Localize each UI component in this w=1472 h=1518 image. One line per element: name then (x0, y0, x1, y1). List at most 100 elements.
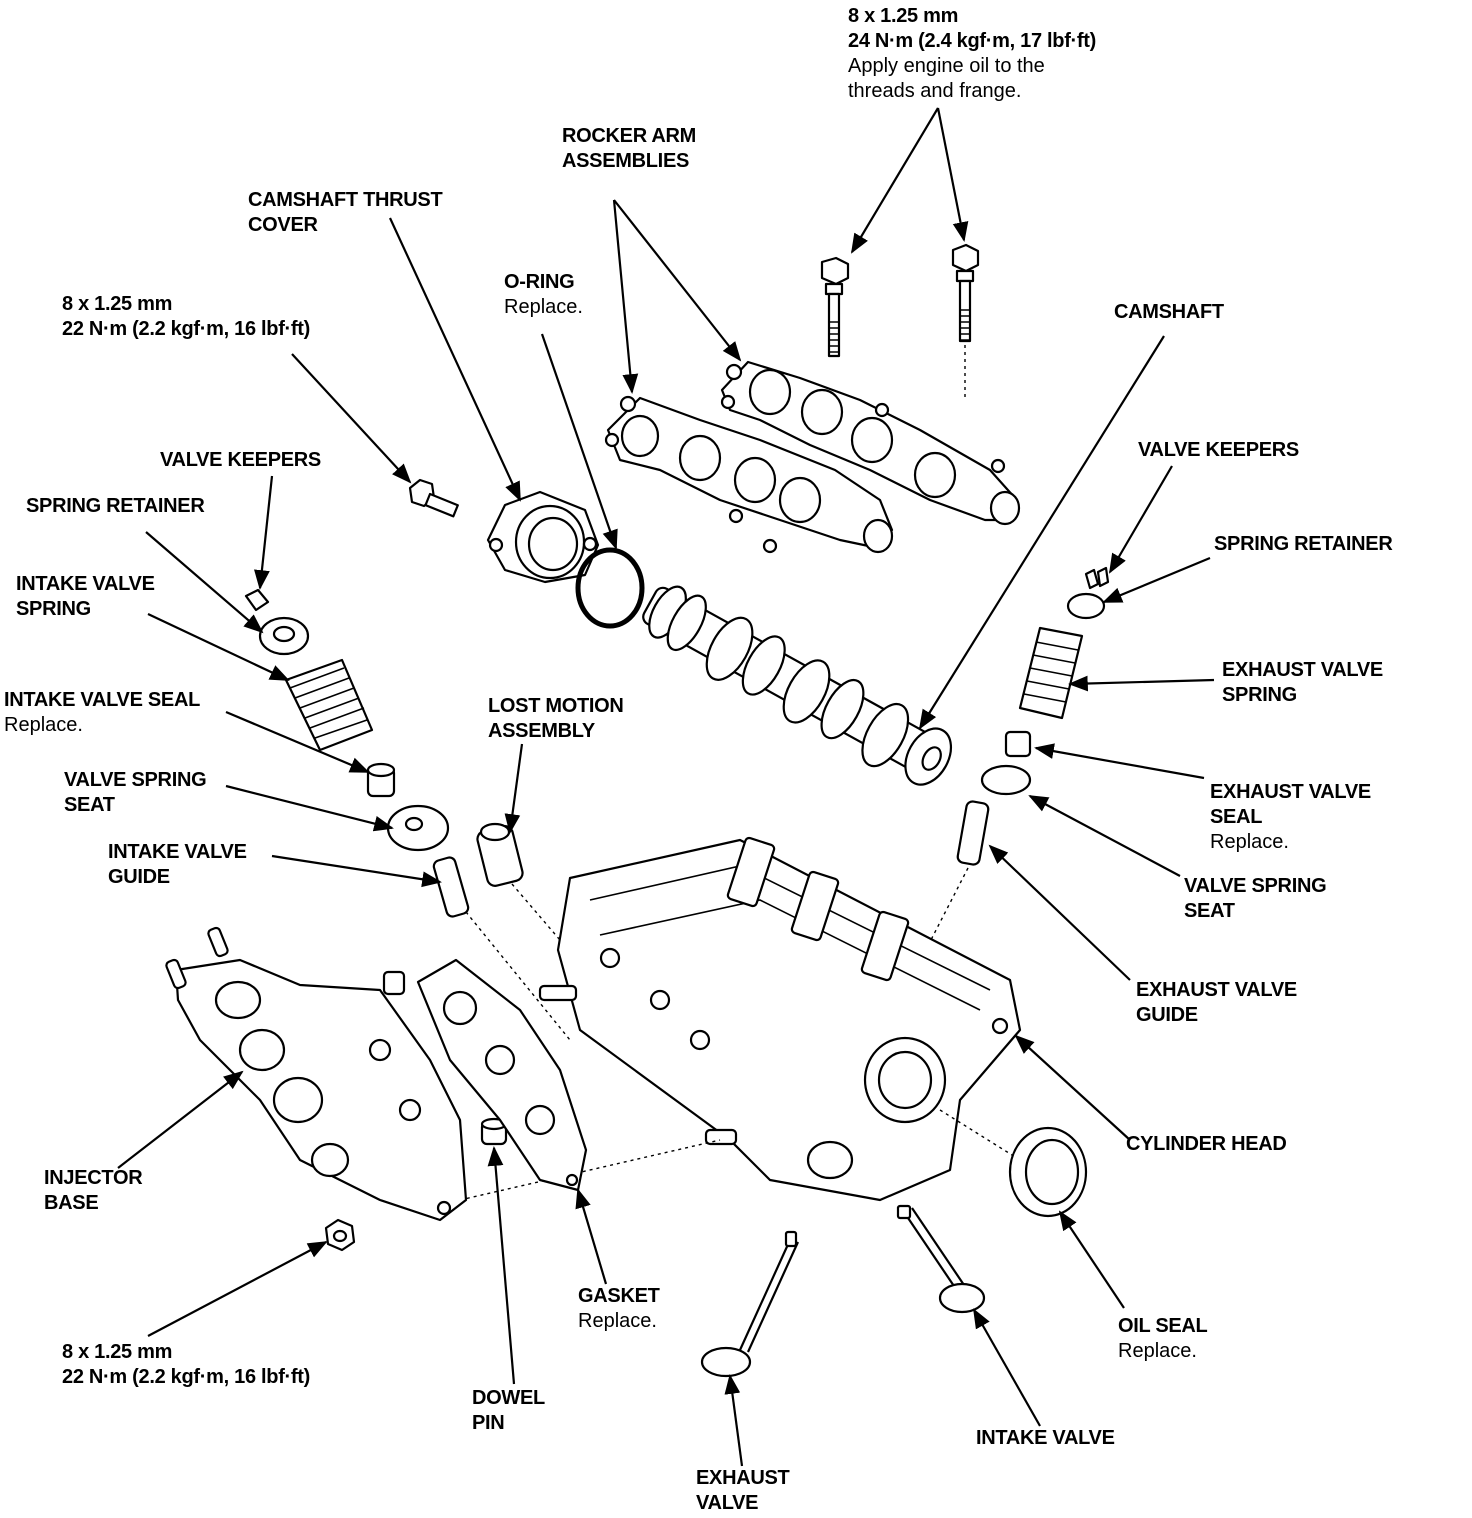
camshaft-part (642, 585, 953, 786)
label-exhaust-valve-line2: VALVE (696, 1492, 759, 1514)
label-exhaust-valve: EXHAUST VALVE (696, 1466, 790, 1516)
intake-valve-part (896, 1204, 986, 1314)
label-left-bolt-torque: 22 N·m (2.2 kgf·m, 16 lbf·ft) (62, 318, 310, 340)
label-intake-valve-seal-note: Replace. (4, 714, 83, 736)
label-gasket-line1: GASKET (578, 1285, 660, 1307)
valve-keepers-right-part (1084, 566, 1110, 590)
bolt-left-upper (408, 478, 459, 518)
label-exhaust-valve-guide-line1: EXHAUST VALVE (1136, 979, 1297, 1001)
label-bottom-bolt-torque: 22 N·m (2.2 kgf·m, 16 lbf·ft) (62, 1366, 310, 1388)
label-camshaft-line1: CAMSHAFT (1114, 301, 1224, 323)
label-rocker-arm-line2: ASSEMBLIES (562, 150, 690, 172)
lost-motion-part (476, 822, 524, 887)
label-left-bolt: 8 x 1.25 mm 22 N·m (2.2 kgf·m, 16 lbf·ft… (62, 292, 310, 342)
gasket-part (416, 958, 588, 1192)
label-intake-valve: INTAKE VALVE (976, 1426, 1115, 1451)
label-intake-valve-guide: INTAKE VALVE GUIDE (108, 840, 247, 890)
intake-valve-seal-part (366, 762, 396, 798)
label-gasket: GASKET Replace. (578, 1284, 660, 1334)
camshaft-thrust-cover (486, 490, 600, 584)
label-bottom-bolt-size: 8 x 1.25 mm (62, 1341, 173, 1363)
label-bottom-bolt: 8 x 1.25 mm 22 N·m (2.2 kgf·m, 16 lbf·ft… (62, 1340, 310, 1390)
valve-spring-seat-right-part (980, 764, 1032, 796)
injector-base-part (165, 926, 468, 1222)
exhaust-valve-spring-part (1018, 626, 1084, 720)
label-lost-motion: LOST MOTION ASSEMBLY (488, 694, 624, 744)
exhaust-valve-part (700, 1230, 800, 1378)
label-exhaust-valve-spring: EXHAUST VALVE SPRING (1222, 658, 1383, 708)
leader-lines (117, 107, 1215, 1467)
label-valve-keepers-right: VALVE KEEPERS (1138, 438, 1299, 463)
cylinder-head-part (459, 836, 1022, 1202)
label-intake-valve-spring-line1: INTAKE VALVE (16, 573, 155, 595)
label-camshaft-thrust-cover: CAMSHAFT THRUST COVER (248, 188, 443, 238)
label-intake-valve-spring: INTAKE VALVE SPRING (16, 572, 155, 622)
label-valve-keepers-right-line1: VALVE KEEPERS (1138, 439, 1299, 461)
bolt-bottom (324, 1218, 356, 1252)
exhaust-valve-seal-part (1004, 730, 1032, 758)
label-top-bolt: 8 x 1.25 mm 24 N·m (2.4 kgf·m, 17 lbf·ft… (848, 4, 1096, 104)
label-intake-valve-seal-line1: INTAKE VALVE SEAL (4, 689, 201, 711)
label-spring-retainer-right: SPRING RETAINER (1214, 532, 1393, 557)
label-valve-spring-seat-left-line1: VALVE SPRING (64, 769, 207, 791)
label-exhaust-valve-seal-note: Replace. (1210, 831, 1289, 853)
label-valve-spring-seat-right-line2: SEAT (1184, 900, 1235, 922)
label-valve-spring-seat-left: VALVE SPRING SEAT (64, 768, 207, 818)
label-rocker-arm-line1: ROCKER ARM (562, 125, 697, 147)
label-exhaust-valve-seal: EXHAUST VALVE SEAL Replace. (1210, 780, 1371, 855)
rocker-arm-assembly-rear (720, 360, 1021, 526)
label-valve-spring-seat-right: VALVE SPRING SEAT (1184, 874, 1327, 924)
label-intake-valve-spring-line2: SPRING (16, 598, 91, 620)
label-lost-motion-line1: LOST MOTION (488, 695, 624, 717)
label-spring-retainer-right-line1: SPRING RETAINER (1214, 533, 1393, 555)
valve-keepers-left-part (244, 588, 270, 612)
label-exhaust-valve-guide: EXHAUST VALVE GUIDE (1136, 978, 1297, 1028)
label-cylinder-head: CYLINDER HEAD (1126, 1132, 1287, 1157)
label-dowel-pin: DOWEL PIN (472, 1386, 545, 1436)
oil-seal-part (1008, 1126, 1088, 1218)
label-intake-valve-guide-line1: INTAKE VALVE (108, 841, 247, 863)
label-top-bolt-torque: 24 N·m (2.4 kgf·m, 17 lbf·ft) (848, 30, 1096, 52)
label-intake-valve-line1: INTAKE VALVE (976, 1427, 1115, 1449)
label-left-bolt-size: 8 x 1.25 mm (62, 293, 173, 315)
intake-valve-spring-part (284, 658, 374, 752)
label-spring-retainer-left: SPRING RETAINER (26, 494, 205, 519)
spring-retainer-right-part (1066, 592, 1106, 620)
label-valve-spring-seat-right-line1: VALVE SPRING (1184, 875, 1327, 897)
top-bolt-left (820, 256, 850, 358)
label-top-bolt-note2: threads and frange. (848, 80, 1022, 102)
label-gasket-note: Replace. (578, 1310, 657, 1332)
label-o-ring-line1: O-RING (504, 271, 575, 293)
label-exhaust-valve-spring-line2: SPRING (1222, 684, 1297, 706)
label-valve-spring-seat-left-line2: SEAT (64, 794, 115, 816)
label-oil-seal-line1: OIL SEAL (1118, 1315, 1208, 1337)
label-rocker-arm: ROCKER ARM ASSEMBLIES (562, 124, 696, 174)
label-intake-valve-seal: INTAKE VALVE SEAL Replace. (4, 688, 200, 738)
label-top-bolt-note1: Apply engine oil to the (848, 55, 1045, 77)
label-exhaust-valve-seal-line1: EXHAUST VALVE (1210, 781, 1371, 803)
label-exhaust-valve-guide-line2: GUIDE (1136, 1004, 1198, 1026)
exhaust-valve-guide-part (899, 800, 990, 1001)
label-top-bolt-size: 8 x 1.25 mm (848, 5, 959, 27)
label-valve-keepers-left: VALVE KEEPERS (160, 448, 321, 473)
label-injector-base-line2: BASE (44, 1192, 99, 1214)
label-exhaust-valve-spring-line1: EXHAUST VALVE (1222, 659, 1383, 681)
label-exhaust-valve-seal-line2: SEAL (1210, 806, 1263, 828)
label-injector-base: INJECTOR BASE (44, 1166, 143, 1216)
o-ring (575, 547, 645, 629)
valve-spring-seat-left-part (386, 804, 450, 852)
label-camshaft: CAMSHAFT (1114, 300, 1224, 325)
spring-retainer-left-part (258, 616, 310, 656)
rocker-arm-assembly-front (604, 395, 894, 554)
label-oil-seal-note: Replace. (1118, 1340, 1197, 1362)
label-injector-base-line1: INJECTOR (44, 1167, 143, 1189)
label-dowel-pin-line2: PIN (472, 1412, 505, 1434)
label-exhaust-valve-line1: EXHAUST (696, 1467, 790, 1489)
label-intake-valve-guide-line2: GUIDE (108, 866, 170, 888)
label-dowel-pin-line1: DOWEL (472, 1387, 545, 1409)
label-camshaft-thrust-cover-line1: CAMSHAFT THRUST (248, 189, 443, 211)
label-valve-keepers-left-line1: VALVE KEEPERS (160, 449, 321, 471)
label-oil-seal: OIL SEAL Replace. (1118, 1314, 1208, 1364)
top-bolt-right (951, 243, 980, 398)
